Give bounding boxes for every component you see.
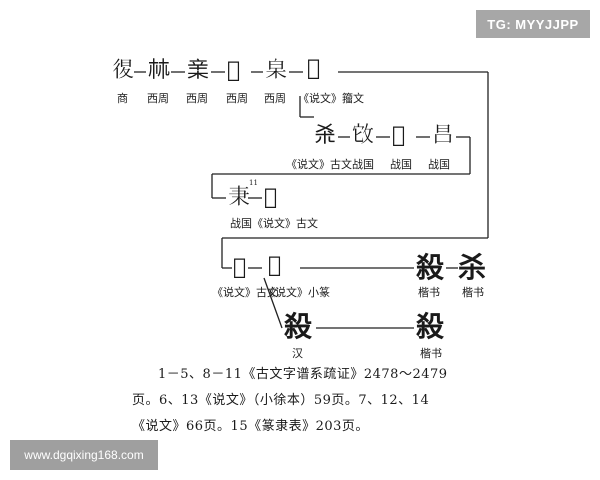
caption-zhanguo-2: 战国	[390, 158, 412, 171]
glyph-zhanguo-2: 𢽳	[392, 123, 406, 148]
caption-shuowen-guwen-row4: 《说文》古文	[212, 286, 278, 299]
glyph-shuowen-guwen-row3: 𢕛	[264, 185, 278, 210]
caption-xizhou-2: 西周	[186, 92, 208, 105]
glyph-han: 殺	[284, 310, 313, 343]
glyph-zhanguo-1: 𢼊	[352, 123, 375, 148]
glyph-kaishu-row5: 殺	[416, 310, 445, 343]
glyph-zhouwen: 𣓮	[307, 56, 321, 81]
caption-han: 汉	[292, 347, 303, 360]
note-line-1: 1－5、8－11《古文字谱系疏证》2478～2479	[158, 367, 448, 382]
note-line-2: 页。6、13《说文》（小徐本）59页。7、12、14	[132, 393, 430, 408]
glyph-shuowen-guwen: 𣏂	[314, 123, 337, 148]
glyph-xizhou-3: 𣎬	[227, 58, 241, 83]
caption-shuowen-xiaozhuan: 《说文》小篆	[264, 286, 330, 299]
caption-kaishu-1: 楷书	[418, 286, 440, 299]
glyph-xizhou-1: 𣏟	[148, 58, 171, 83]
website-watermark: www.dgqixing168.com	[10, 440, 158, 470]
caption-kaishu-2: 楷书	[462, 286, 484, 299]
caption-zhanguo-3: 战国	[428, 158, 450, 171]
glyph-kaishu-traditional: 殺	[416, 251, 445, 284]
footnote-marker: 11	[249, 179, 258, 187]
caption-shang: 商	[117, 92, 128, 105]
note-line-3: 《说文》66页。15《篆隶表》203页。	[132, 419, 369, 434]
caption-shuowen-guwen: 《说文》古文	[286, 158, 352, 171]
caption-xizhou-4: 西周	[264, 92, 286, 105]
glyph-xizhou-4: 𣐩	[265, 58, 288, 83]
glyph-shuowen-guwen-row4: 𣏆	[233, 255, 247, 280]
glyph-zhanguo-row3: 𣏃	[228, 185, 251, 210]
glyph-shang: 𢓴	[112, 58, 135, 83]
caption-kaishu-row5: 楷书	[420, 347, 442, 360]
caption-shuowen-zhouwen: 《说文》籀文	[298, 92, 364, 105]
glyph-kaishu-simplified: 杀	[458, 251, 487, 284]
glyph-small-seal: 𣓻	[268, 253, 282, 278]
caption-zhanguo-1: 战国	[352, 158, 374, 171]
caption-xizhou-1: 西周	[147, 92, 169, 105]
caption-row3: 战国《说文》古文	[230, 217, 318, 230]
glyph-xizhou-2: 𣓀	[187, 58, 210, 83]
telegram-watermark: TG: MYYJJPP	[476, 10, 590, 38]
glyph-zhanguo-3: 𣅊	[432, 123, 455, 148]
caption-xizhou-3: 西周	[226, 92, 248, 105]
